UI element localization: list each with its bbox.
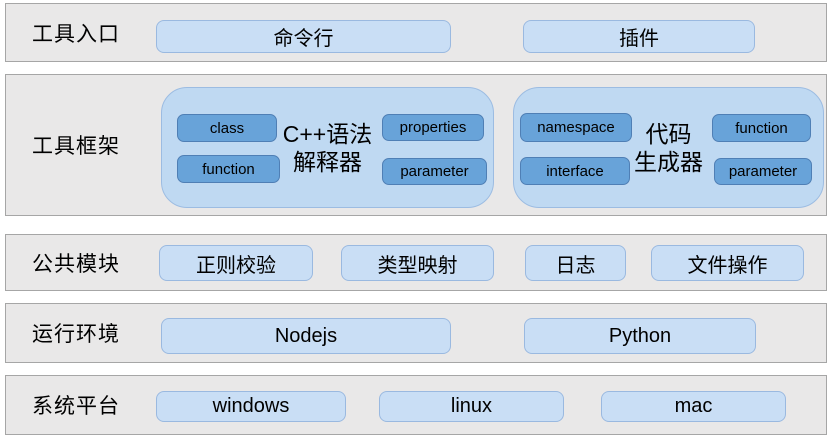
layer-tool-entry: 工具入口 命令行 插件	[5, 3, 827, 62]
layer-label: 运行环境	[32, 323, 120, 346]
tag-class: class	[177, 114, 277, 142]
tag-properties: properties	[382, 114, 484, 141]
panel-title-line2: 生成器	[634, 148, 703, 175]
tag-interface: interface	[520, 157, 630, 185]
chip-windows: windows	[156, 391, 346, 422]
tag-function: function	[177, 155, 280, 183]
layer-label: 系统平台	[32, 395, 120, 418]
chip-plugin: 插件	[523, 20, 755, 53]
chip-type-mapping: 类型映射	[341, 245, 494, 281]
panel-title: C++语法 解释器	[283, 119, 372, 175]
chip-python: Python	[524, 318, 756, 354]
layer-label: 公共模块	[32, 252, 120, 276]
layer-common-modules: 公共模块 正则校验 类型映射 日志 文件操作	[5, 234, 827, 291]
tag-function: function	[712, 114, 811, 142]
layer-platform: 系统平台 windows linux mac	[5, 375, 827, 435]
layer-label: 工具框架	[32, 135, 120, 158]
chip-regex-check: 正则校验	[159, 245, 313, 281]
chip-file-operations: 文件操作	[651, 245, 804, 281]
panel-code-generator: namespace interface 代码 生成器 function para…	[513, 87, 824, 208]
panel-title-line1: C++语法	[282, 120, 373, 147]
tag-namespace: namespace	[520, 113, 632, 142]
chip-linux: linux	[379, 391, 564, 422]
layer-label: 工具入口	[32, 22, 120, 46]
tag-parameter: parameter	[714, 158, 812, 185]
panel-title: 代码 生成器	[634, 119, 703, 175]
tag-parameter: parameter	[382, 158, 487, 185]
chip-nodejs: Nodejs	[161, 318, 451, 354]
panel-title-line1: 代码	[645, 120, 692, 147]
chip-mac: mac	[601, 391, 786, 422]
chip-command-line: 命令行	[156, 20, 451, 53]
chip-log: 日志	[525, 245, 626, 281]
layer-tool-framework: 工具框架 class function C++语法 解释器 properties…	[5, 74, 827, 216]
panel-title-line2: 解释器	[292, 148, 362, 175]
layer-runtime: 运行环境 Nodejs Python	[5, 303, 827, 363]
panel-cpp-syntax-interpreter: class function C++语法 解释器 properties para…	[161, 87, 494, 208]
